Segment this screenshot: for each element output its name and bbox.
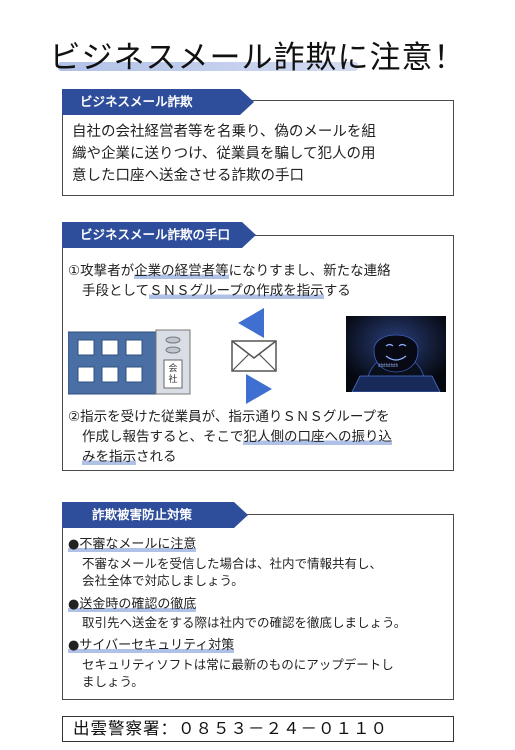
- company-building-icon: [68, 329, 191, 395]
- step2-line-1: ②指示を受けた従業員が、指示通りＳＮＳグループを: [68, 409, 390, 425]
- definition-line-1: 自社の会社経営者等を名乗り、偽のメールを組: [72, 124, 376, 140]
- hacker-screen-text: ｶｶｶｶｶｶｶｶ: [378, 363, 399, 369]
- definition-box: [62, 100, 454, 196]
- prevention-item-2-heading: ●送金時の確認の徹底: [68, 597, 197, 612]
- step2-line-3: みを指示される: [82, 449, 177, 465]
- prevention-item-2-body-1: 取引先へ送金をする際は社内での確認を徹底しましょう。: [82, 615, 407, 630]
- highlight-sns-instruction: ＳＮＳグループの作成を指示: [149, 283, 324, 299]
- step1-line-2: 手段としてＳＮＳグループの作成を指示する: [82, 283, 351, 299]
- step2-line-2: 作成し報告すると、そこで犯人側の口座への振り込: [82, 429, 392, 445]
- prevention-item-3-body-2: ましょう。: [82, 674, 144, 689]
- title-underline: [58, 62, 358, 71]
- definition-line-3: 意した口座へ送金させる詐欺の手口: [72, 168, 304, 184]
- prevention-item-1-heading: ●不審なメールに注意: [68, 537, 197, 552]
- prevention-item-3-heading: ●サイバーセキュリティ対策: [68, 638, 235, 653]
- mail-icon: [231, 340, 277, 372]
- prevention-item-1-body-2: 会社全体で対応しましょう。: [82, 573, 244, 588]
- step1-line-1: ①攻撃者が企業の経営者等になりすまし、新たな連絡: [68, 263, 391, 279]
- right-arrow-icon: [246, 374, 272, 404]
- prevention-item-1-body-1: 不審なメールを受信した場合は、社内で情報共有し、: [82, 556, 383, 571]
- police-contact: 出雲警察署：０８５３－２４－０１１０: [62, 716, 454, 742]
- definition-line-2: 織や企業に送りつけ、従業員を騙して犯人の用: [72, 146, 376, 162]
- highlight-transfer-instruction: みを指示: [82, 449, 136, 465]
- method-tab: ビジネスメール詐欺の手口: [62, 222, 256, 248]
- left-arrow-icon: [238, 308, 264, 338]
- prevention-tab: 詐欺被害防止対策: [62, 502, 248, 528]
- highlight-transfer-account: 犯人側の口座への振り込: [243, 429, 392, 445]
- page-title: ビジネスメール詐欺に注意！: [49, 40, 466, 76]
- hacker-illustration: [346, 316, 446, 392]
- highlight-impersonation: 企業の経営者等: [134, 263, 229, 279]
- company-label: 会社: [168, 364, 178, 385]
- prevention-item-3-body-1: セキュリティソフトは常に最新のものにアップデートし: [82, 657, 394, 672]
- definition-tab: ビジネスメール詐欺: [62, 89, 254, 115]
